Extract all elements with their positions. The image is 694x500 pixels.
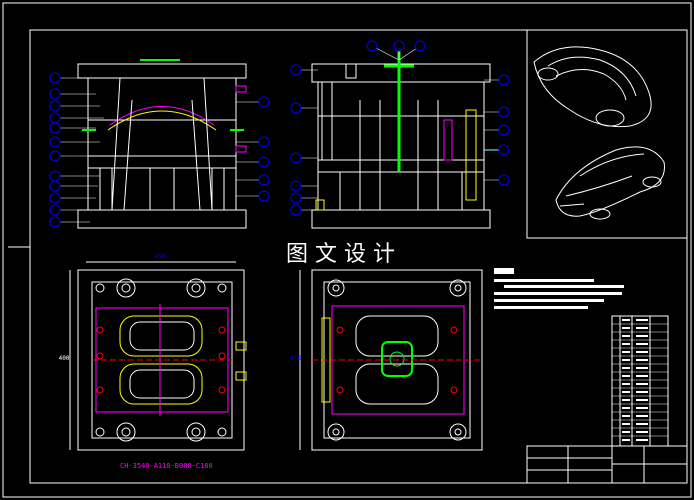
callout-bubble	[393, 40, 405, 52]
callout-bubble	[49, 72, 61, 84]
dim-height: 450	[291, 355, 302, 362]
section-view-right	[311, 50, 500, 229]
title-block	[526, 315, 688, 484]
callout-bubble	[49, 122, 61, 134]
callout-bubble	[258, 174, 270, 186]
callout-bubble	[498, 144, 510, 156]
callout-bubble	[258, 96, 270, 108]
callout-bubble	[49, 136, 61, 148]
callout-bubble	[290, 204, 302, 216]
callout-bubble	[49, 180, 61, 192]
callout-bubble	[49, 100, 61, 112]
callout-group	[49, 40, 510, 228]
callout-bubble	[290, 152, 302, 164]
car-preview-top	[533, 46, 652, 128]
callout-bubble	[258, 136, 270, 148]
callout-bubble	[290, 102, 302, 114]
callout-bubble	[290, 180, 302, 192]
plan-view-right	[299, 269, 483, 451]
callout-bubble	[49, 192, 61, 204]
callout-bubble	[49, 170, 61, 182]
preview-panel	[526, 29, 688, 239]
callout-bubble	[414, 40, 426, 52]
callout-bubble	[258, 156, 270, 168]
dim-left: 400	[59, 355, 70, 362]
callout-bubble	[258, 190, 270, 202]
callout-bubble	[49, 216, 61, 228]
plan-view-left	[69, 261, 247, 451]
callout-bubble	[366, 40, 378, 52]
mold-code-label: CH-3540-A110-B080-C180	[120, 462, 213, 470]
callout-bubble	[498, 174, 510, 186]
bom-table-rows	[612, 315, 668, 441]
section-view-left	[77, 59, 247, 229]
callout-bubble	[498, 74, 510, 86]
callout-bubble	[49, 204, 61, 216]
technical-notes	[494, 268, 624, 309]
callout-bubble	[498, 124, 510, 136]
callout-bubble	[49, 112, 61, 124]
callout-bubble	[498, 106, 510, 118]
callout-bubble	[49, 88, 61, 100]
callout-bubble	[49, 150, 61, 162]
callout-bubble	[290, 64, 302, 76]
inner-frame	[29, 29, 688, 484]
callout-bubble	[290, 192, 302, 204]
car-preview-bottom	[555, 146, 665, 220]
dim-width: 450	[155, 253, 166, 260]
drawing-title: 图文设计	[286, 242, 403, 267]
